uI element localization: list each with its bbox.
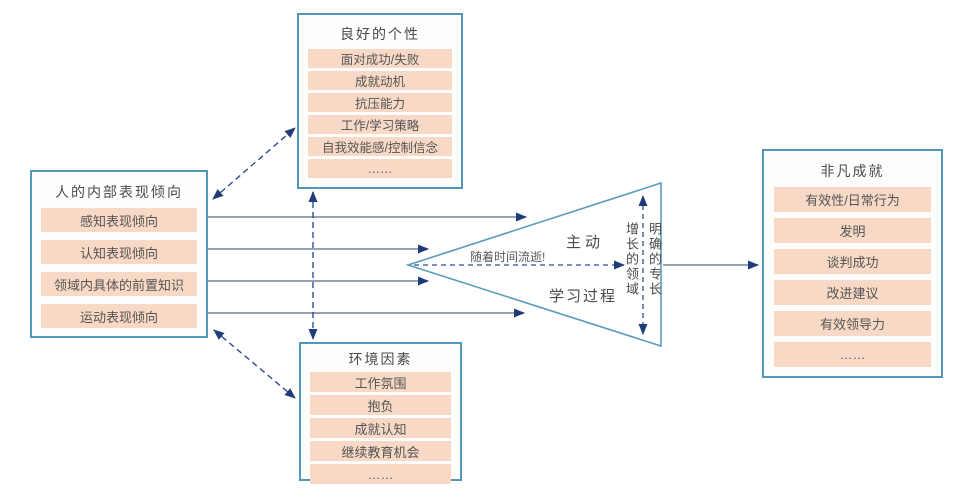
list-item: 运动表现倾向 <box>41 304 197 328</box>
list-item: 感知表现倾向 <box>41 208 197 232</box>
list-item: 成就认知 <box>310 418 451 438</box>
list-item: 抱负 <box>310 395 451 415</box>
environment-factors-title: 环境因素 <box>348 351 413 367</box>
funnel-active-label: 主动 <box>566 234 605 251</box>
list-item: …… <box>310 464 451 484</box>
list-item: 谈判成功 <box>774 249 931 274</box>
growing-domain-label: 增长的领域 <box>624 222 639 297</box>
list-item: 继续教育机会 <box>310 441 451 461</box>
list-item: …… <box>774 342 931 367</box>
list-item: 有效性/日常行为 <box>774 187 931 212</box>
list-item: …… <box>308 159 452 178</box>
clear-expertise-label: 明确的专长 <box>647 222 662 297</box>
internal-tendencies-title: 人的内部表现倾向 <box>55 184 183 200</box>
list-item: 领域内具体的前置知识 <box>41 272 197 296</box>
list-item: 自我效能感/控制信念 <box>308 137 452 156</box>
list-item: 成就动机 <box>308 71 452 90</box>
list-item: 工作/学习策略 <box>308 115 452 134</box>
learning-funnel-triangle <box>405 181 662 348</box>
exchange-arrow-left-top <box>212 127 296 200</box>
list-item: 有效领导力 <box>774 311 931 336</box>
list-item: 改进建议 <box>774 280 931 305</box>
funnel-learning-process-label: 学习过程 <box>549 288 618 305</box>
funnel-time-label: 随着时间流逝! <box>470 250 546 264</box>
good-personality-title: 良好的个性 <box>340 26 420 42</box>
environment-factors-box: 环境因素 工作氛围 抱负 成就认知 继续教育机会 …… <box>299 342 462 484</box>
list-item: 工作氛围 <box>310 372 451 392</box>
list-item: 面对成功/失败 <box>308 49 452 68</box>
extraordinary-achievement-title: 非凡成就 <box>820 163 885 179</box>
list-item: 抗压能力 <box>308 93 452 112</box>
extraordinary-achievement-box: 非凡成就 有效性/日常行为 发明 谈判成功 改进建议 有效领导力 …… <box>762 149 943 378</box>
list-item: 发明 <box>774 218 931 243</box>
list-item: 认知表现倾向 <box>41 240 197 264</box>
internal-tendencies-box: 人的内部表现倾向 感知表现倾向 认知表现倾向 领域内具体的前置知识 运动表现倾向 <box>30 170 208 338</box>
exchange-arrow-left-bottom <box>213 329 296 399</box>
good-personality-box: 良好的个性 面对成功/失败 成就动机 抗压能力 工作/学习策略 自我效能感/控制… <box>297 13 463 189</box>
